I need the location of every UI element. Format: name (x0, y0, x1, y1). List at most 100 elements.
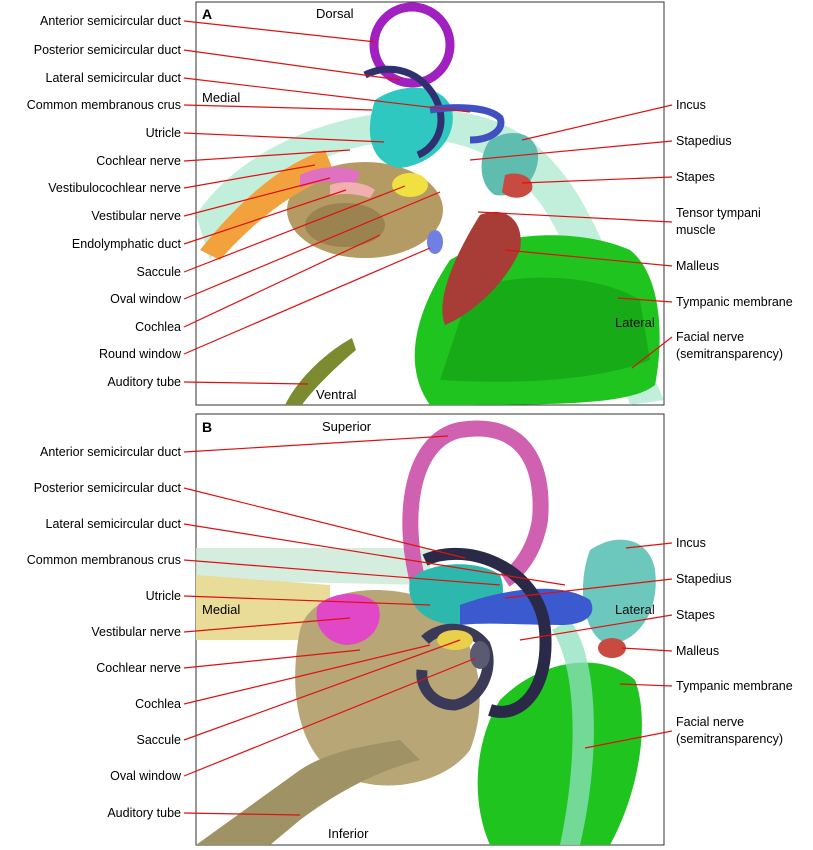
b-leader-stapedius (504, 578, 673, 599)
b-leader-malleus (621, 647, 673, 652)
a-label-tensor-tympani: Tensor tympani (676, 206, 761, 220)
a-label-facial-nerve-semitransparency: (semitransparency) (676, 347, 783, 361)
b-label-facial-nerve: Facial nerve (676, 715, 744, 729)
panel-a-right-leaders (469, 104, 673, 369)
b-leader-incus (625, 542, 673, 549)
a-label-cochlea: Cochlea (135, 320, 181, 334)
b-label-oval-window: Oval window (110, 769, 182, 783)
a-label-oval-window: Oval window (110, 292, 182, 306)
a-leader-anterior-semicircular-duct (183, 20, 377, 43)
a-leader-stapedius (469, 140, 673, 161)
b-leader-anterior-semicircular-duct (183, 435, 449, 453)
a-leader-utricle (183, 132, 385, 143)
a-tympanic-shade (440, 277, 650, 382)
a-label-saccule: Saccule (137, 265, 182, 279)
b-orient-right: Lateral (615, 602, 655, 617)
b-label-incus: Incus (676, 536, 706, 550)
a-label-tympanic-membrane: Tympanic membrane (676, 295, 793, 309)
a-lateral-semicircular-duct (429, 104, 505, 144)
panel-b-right-leaders (504, 542, 673, 749)
b-vestibulocochlear-band (196, 575, 330, 640)
b-leader-common-membranous-crus (183, 559, 501, 586)
b-label-malleus: Malleus (676, 644, 719, 658)
a-orient-left: Medial (202, 90, 240, 105)
a-label-posterior-semicircular-duct: Posterior semicircular duct (34, 43, 182, 57)
a-label-round-window: Round window (99, 347, 182, 361)
a-orient-top: Dorsal (316, 6, 354, 21)
b-label-lateral-semicircular-duct: Lateral semicircular duct (46, 517, 182, 531)
b-leader-cochlea (183, 644, 431, 705)
b-leader-tympanic-membrane (619, 683, 673, 687)
b-orient-bottom: Inferior (328, 826, 369, 841)
a-label-endolymphatic-duct: Endolymphatic duct (72, 237, 182, 251)
panel-b-letter: B (202, 419, 212, 435)
b-leader-auditory-tube (183, 812, 301, 816)
a-leader-common-membranous-crus (183, 104, 373, 111)
a-leader-incus (521, 104, 673, 141)
a-leader-stapes (521, 176, 673, 184)
b-label-posterior-semicircular-duct: Posterior semicircular duct (34, 481, 182, 495)
b-leader-lateral-semicircular-duct (183, 523, 566, 586)
b-incus (582, 539, 656, 645)
a-label-malleus: Malleus (676, 259, 719, 273)
b-facial-nerve (552, 620, 594, 845)
b-leader-facial-nerve (584, 730, 673, 749)
a-saccule (392, 173, 428, 197)
b-nerve-band (196, 548, 430, 585)
a-leader-round-window (183, 247, 431, 355)
a-leader-facial-nerve (631, 336, 673, 369)
a-leader-vestibular-nerve (183, 177, 331, 217)
a-label-vestibulocochlear-nerve: Vestibulocochlear nerve (48, 181, 181, 195)
a-leader-tympanic-membrane (617, 297, 673, 303)
a-label-incus: Incus (676, 98, 706, 112)
panel-a: A Dorsal Medial Lateral Ventral (195, 1, 665, 406)
a-leader-lateral-semicircular-duct (183, 77, 471, 113)
b-anterior-semicircular-duct (402, 420, 549, 593)
a-leader-posterior-semicircular-duct (183, 49, 401, 81)
b-oval-window (470, 641, 490, 669)
b-label-cochlear-nerve: Cochlear nerve (96, 661, 181, 675)
b-auditory-tube (196, 740, 420, 845)
a-label-auditory-tube: Auditory tube (107, 375, 181, 389)
a-label-tensor-tympani-muscle: muscle (676, 223, 716, 237)
panel-a-letter: A (202, 6, 212, 22)
b-posterior-semicircular-duct (422, 547, 552, 718)
panel-a-left-leaders (183, 20, 471, 385)
a-facial-nerve (196, 110, 664, 405)
a-leader-cochlea (183, 234, 381, 328)
a-label-stapes: Stapes (676, 170, 715, 184)
a-label-common-membranous-crus: Common membranous crus (27, 98, 181, 112)
panel-b-left-labels: Anterior semicircular duct Posterior sem… (27, 445, 182, 820)
a-leader-tensor-tympani (477, 211, 673, 223)
b-label-stapedius: Stapedius (676, 572, 732, 586)
b-leader-utricle (183, 595, 431, 606)
b-leader-cochlear-nerve (183, 649, 361, 669)
panel-b-anatomy (196, 420, 656, 845)
a-label-vestibular-nerve: Vestibular nerve (91, 209, 181, 223)
a-round-window (427, 230, 443, 254)
b-orient-top: Superior (322, 419, 372, 434)
b-malleus (598, 638, 626, 658)
a-orient-bottom: Ventral (316, 387, 357, 402)
a-cochlea-shade (305, 203, 385, 247)
a-stapes (502, 173, 533, 198)
b-label-stapes: Stapes (676, 608, 715, 622)
b-label-anterior-semicircular-duct: Anterior semicircular duct (40, 445, 182, 459)
b-orient-left: Medial (202, 602, 240, 617)
b-label-tympanic-membrane: Tympanic membrane (676, 679, 793, 693)
panel-b-right-labels: Incus Stapedius Stapes Malleus Tympanic … (676, 536, 793, 746)
b-leader-posterior-semicircular-duct (183, 487, 466, 559)
a-label-cochlear-nerve: Cochlear nerve (96, 154, 181, 168)
b-lateral-semicircular-duct (460, 588, 593, 625)
panel-b: B Superior Medial Lateral Inferior (195, 413, 665, 846)
a-leader-endolymphatic-duct (183, 189, 347, 245)
a-label-stapedius: Stapedius (676, 134, 732, 148)
a-orient-right: Lateral (615, 315, 655, 330)
b-vestibular-nerve (316, 593, 380, 645)
a-anterior-semicircular-duct (369, 2, 455, 88)
a-label-utricle: Utricle (146, 126, 181, 140)
a-label-facial-nerve: Facial nerve (676, 330, 744, 344)
b-label-vestibular-nerve: Vestibular nerve (91, 625, 181, 639)
b-label-utricle: Utricle (146, 589, 181, 603)
